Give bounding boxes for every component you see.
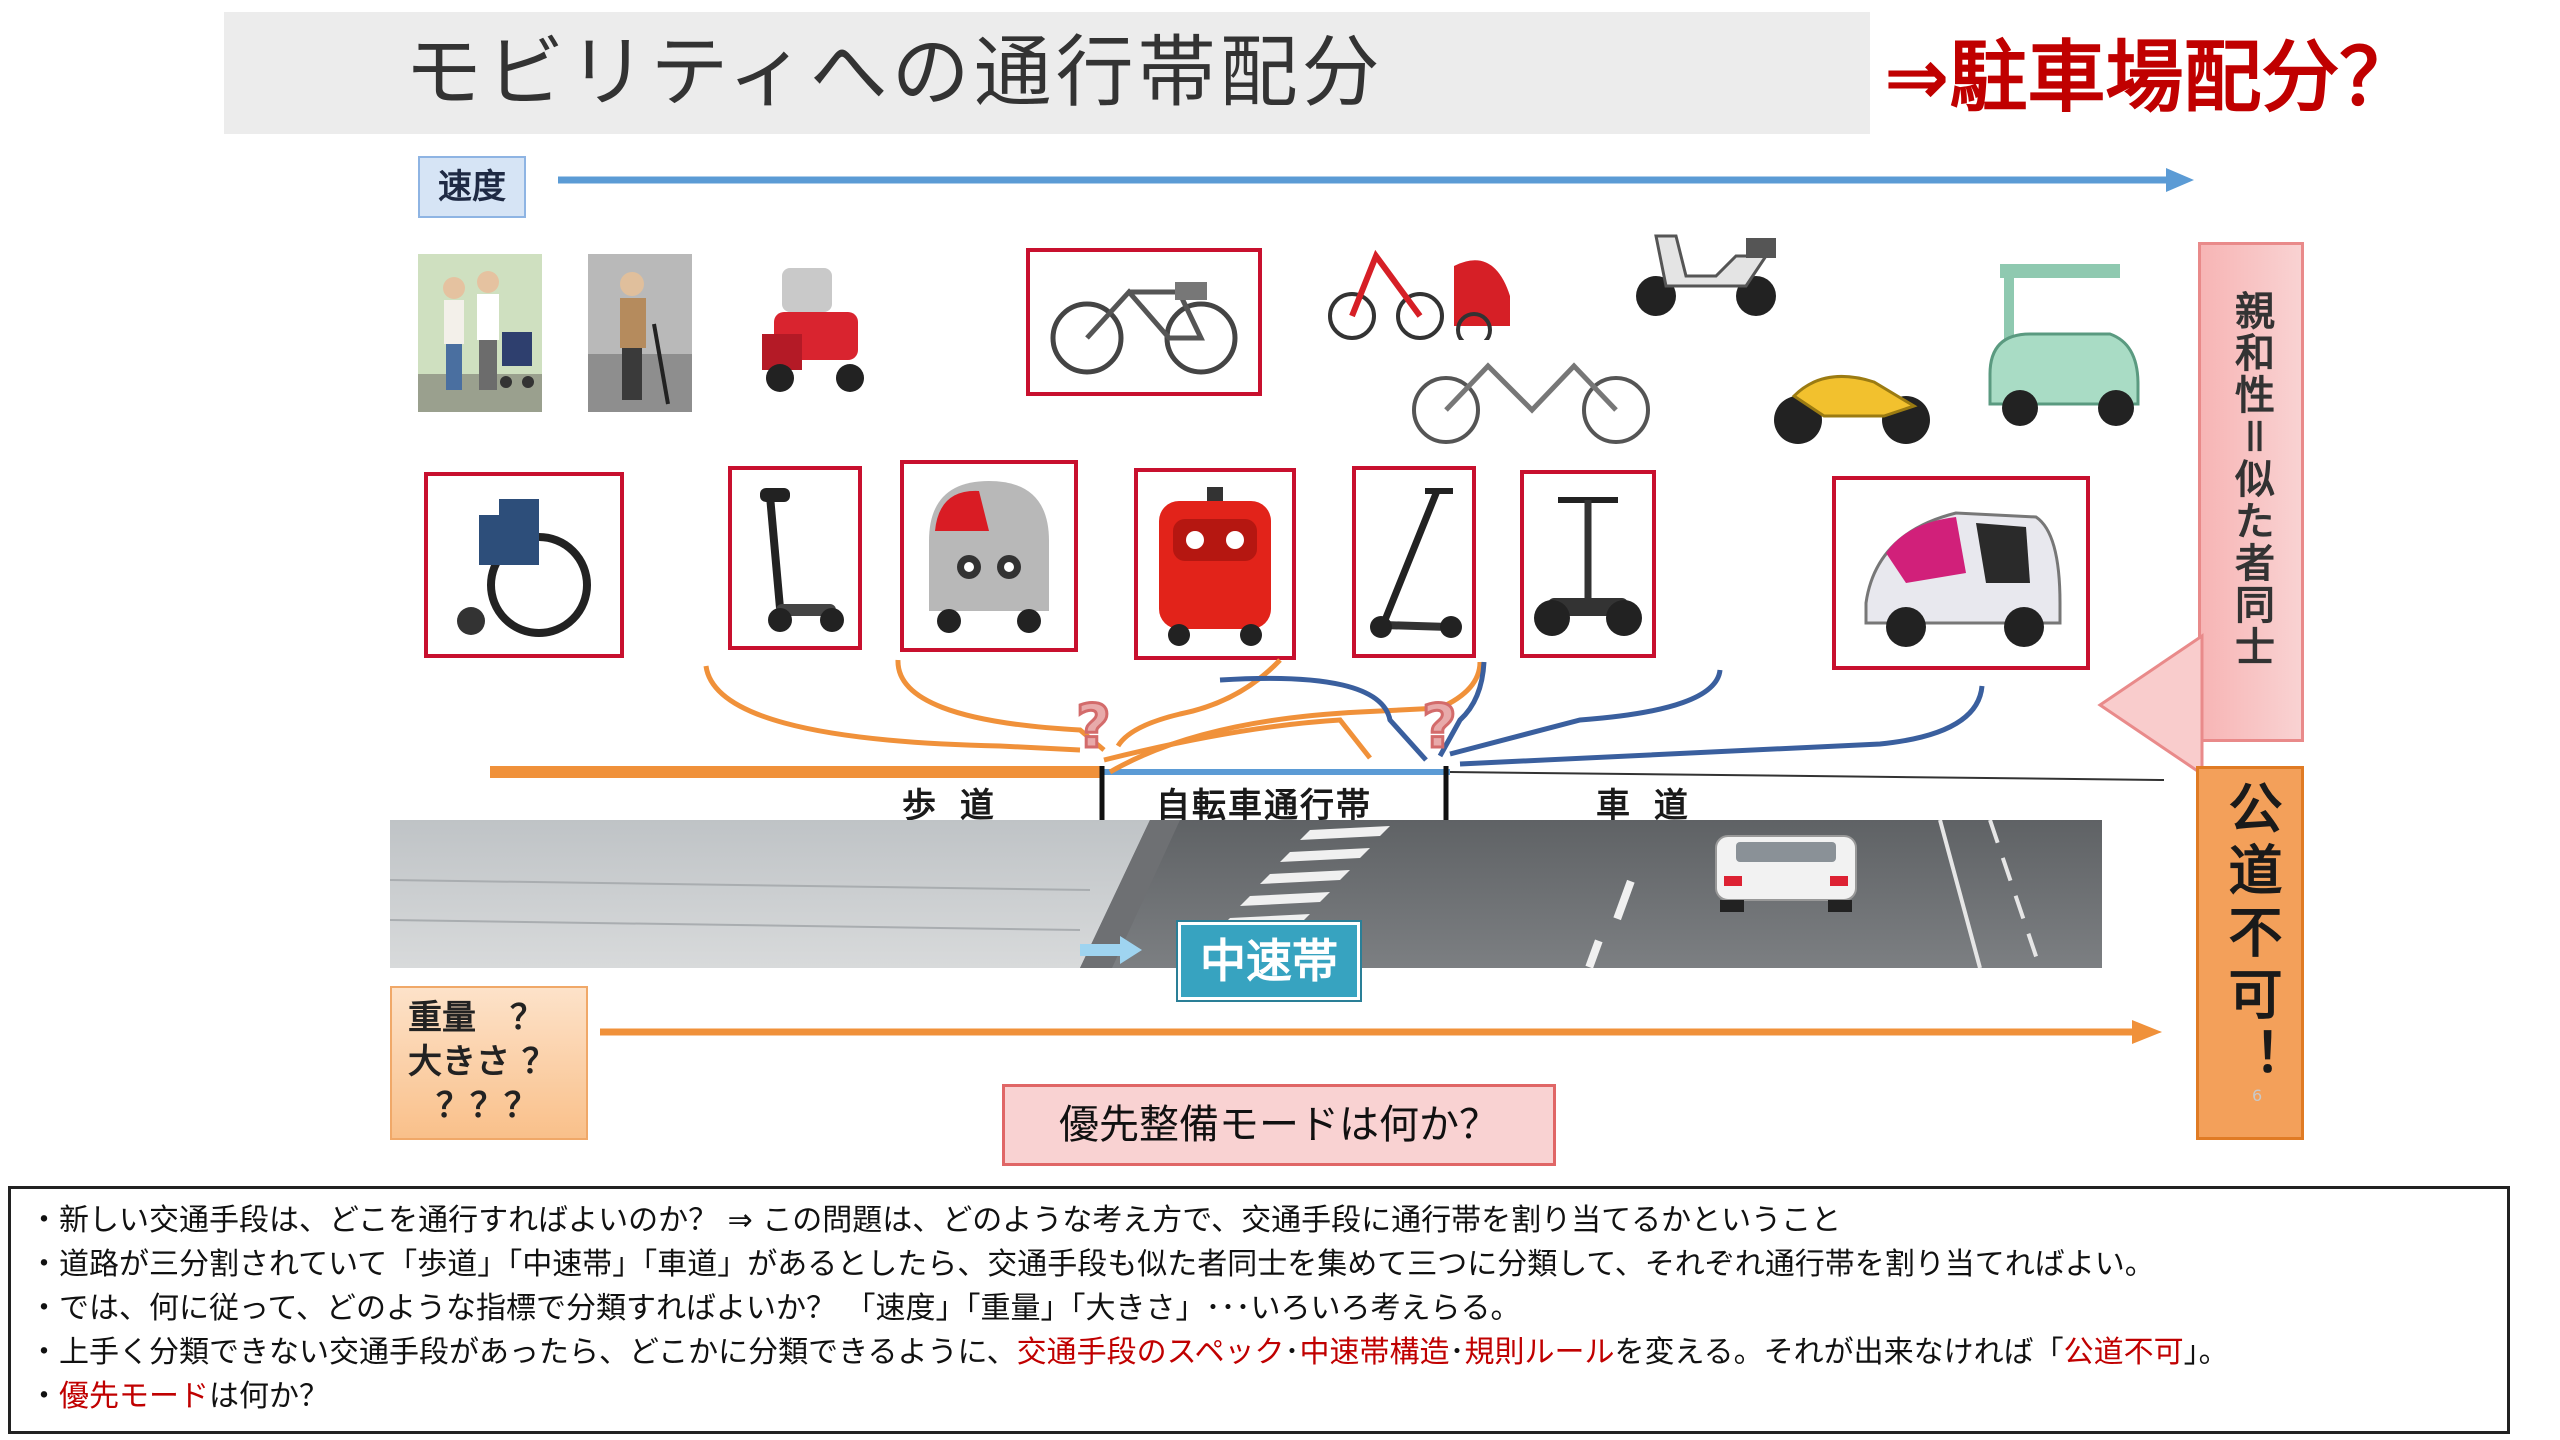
delivery-robot-pod-photo (900, 460, 1078, 652)
compact-ev-icon (1864, 511, 2062, 647)
metric-weight: 重量 ？ (408, 998, 544, 1038)
page-number: 6 (2252, 1086, 2263, 1105)
delivery-robot-icon (1159, 487, 1271, 646)
note-5-text-a: ・ (29, 1379, 59, 1414)
robot-pod-icon (929, 481, 1049, 633)
affinity-box (2198, 242, 2304, 742)
tandem-bicycle-photo (1408, 340, 1654, 450)
motorcycle-photo (1764, 326, 1940, 450)
note-line-2: ・道路が三分割されていて「歩道」「中速帯」「車道」があるとしたら、交通手段も似た… (29, 1247, 2155, 1282)
metric-size: 大きさ ？ (408, 1042, 556, 1082)
zone-label-roadway: 車 道 (1596, 786, 1694, 826)
parking-allocation-title: ⇒駐車場配分？ (1884, 33, 2418, 123)
senior-car-icon (762, 268, 864, 392)
pedestrians-icon (418, 254, 542, 412)
note-5-priority-mode: 優先モード (59, 1379, 209, 1414)
note-line-5: ・優先モードは何か？ (29, 1375, 2507, 1419)
note-4-rules: 規則ルール (1464, 1335, 1615, 1370)
electric-wheelchair-photo (424, 472, 624, 658)
title-band (224, 12, 1870, 134)
note-4-dot-1: ･ (1284, 1335, 1300, 1370)
note-line-3: ・では、何に従って、どのような指標で分類すればよいか？ 「速度」「重量」「大きさ… (29, 1291, 1521, 1326)
notes-box: ・新しい交通手段は、どこを通行すればよいのか？ ⇒ この問題は、どのような考え方… (8, 1186, 2510, 1434)
note-line-1: ・新しい交通手段は、どこを通行すればよいのか？ ⇒ この問題は、どのような考え方… (29, 1203, 1842, 1238)
e-kick-scooter-icon (1370, 488, 1462, 638)
electric-scooter-moped-photo (1626, 196, 1786, 326)
segway-icon (1534, 497, 1642, 636)
midspeed-band-tag: 中速帯 (1178, 922, 1360, 1000)
ultra-compact-ev-photo (1832, 476, 2090, 670)
bicycle-photo (1026, 248, 1262, 396)
kick-scooter-icon (760, 488, 844, 632)
metric-box: 重量 ？ 大きさ ？ ？？？ (390, 986, 588, 1140)
metric-other: ？？？ (436, 1086, 538, 1126)
note-4-midspeed-structure: 中速帯構造 (1299, 1335, 1450, 1370)
page-title: モビリティへの通行帯配分 (404, 28, 1384, 118)
note-4-dot-2: ･ (1449, 1335, 1465, 1370)
micro-ev-icon (1988, 264, 2140, 426)
zone-label-sidewalk: 歩 道 (902, 786, 1000, 826)
no-public-road-box (2196, 766, 2304, 1140)
note-line-4: ・上手く分類できない交通手段があったら、どこかに分類できるように、交通手段のスペ… (29, 1331, 2507, 1375)
moped-icon (1636, 234, 1776, 316)
question-mark-right: ? (1421, 691, 1459, 764)
folding-bike-and-trailer-photo (1324, 216, 1524, 356)
folding-bike-icon (1328, 249, 1510, 348)
affinity-label: 親和性＝似た者同士 (2228, 290, 2274, 668)
standing-scooter-photo (728, 466, 862, 650)
motorcycle-icon (1774, 375, 1930, 444)
priority-question-box: 優先整備モードは何か？ (1002, 1084, 1556, 1166)
tandem-bike-icon (1412, 362, 1650, 444)
speed-label: 速度 (418, 156, 526, 218)
allocation-curves (490, 658, 2165, 896)
affinity-arrow-head (2097, 633, 2204, 777)
elderly-walker-icon (588, 254, 692, 412)
pedestrians-with-stroller-photo (418, 254, 542, 412)
speed-arrow (558, 168, 2194, 192)
zone-label-bike-lane: 自転車通行帯 (1156, 786, 1372, 826)
elderly-with-cane-photo (588, 254, 692, 412)
note-4-text-c: 」。 (2183, 1335, 2229, 1370)
senior-scooter-photo (740, 254, 890, 404)
kick-scooter-photo (1352, 466, 1476, 658)
note-4-text-b: を変える。それが出来なければ「 (1614, 1335, 2064, 1370)
white-car-icon (1715, 835, 1857, 912)
wheelchair-icon (457, 499, 591, 637)
bicycle-icon (1050, 282, 1238, 375)
micro-ev-green-photo (1970, 244, 2150, 434)
delivery-robot-red-photo (1134, 468, 1296, 660)
note-5-text-b: は何か？ (209, 1379, 329, 1414)
note-4-no-public-road: 公道不可 (2063, 1335, 2184, 1370)
no-public-road-label: 公道不可！ (2219, 780, 2282, 1090)
segway-photo (1520, 470, 1656, 658)
question-mark-left: ? (1075, 691, 1113, 764)
weight-size-arrow (600, 1020, 2162, 1044)
note-4-spec: 交通手段のスペック (1016, 1335, 1285, 1370)
note-4-text-a: ・上手く分類できない交通手段があったら、どこかに分類できるように、 (29, 1335, 1017, 1370)
